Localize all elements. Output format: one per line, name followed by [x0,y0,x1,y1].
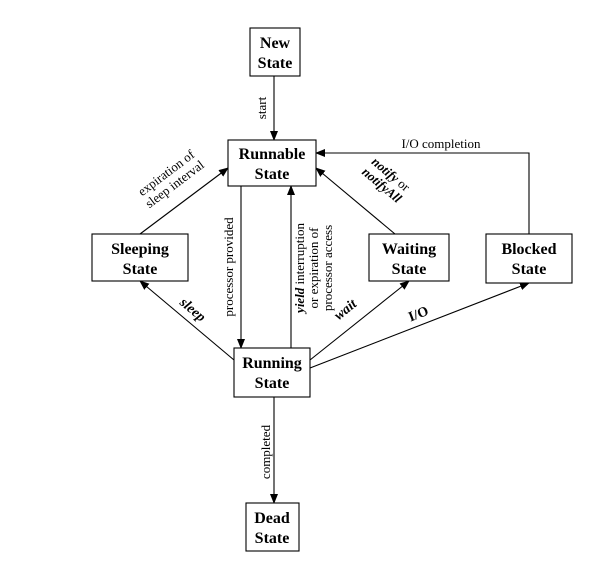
edge-io [309,282,530,369]
state-running-line2: State [255,375,290,392]
label-io: I/O [407,304,431,325]
edge-io-completion [315,149,530,236]
state-new: New State [249,27,301,77]
label-io-completion: I/O completion [401,136,481,151]
state-blocked-line2: State [512,261,547,278]
state-dead: Dead State [245,502,300,552]
label-yield-line3: processor access [320,225,335,311]
state-blocked-line1: Blocked [501,241,556,258]
state-dead-line2: State [255,530,290,547]
label-expiration: expiration of sleep interval [135,146,207,211]
label-yield-line2: or expiration of [306,227,321,309]
state-waiting-line2: State [392,261,427,278]
state-blocked: Blocked State [485,233,573,284]
label-processor-provided: processor provided [221,217,236,317]
state-waiting: Waiting State [368,233,450,282]
edge-expiration [139,167,229,235]
label-yield-line1: yield interruption [292,223,307,315]
label-wait: wait [332,296,361,324]
state-sleeping: Sleeping State [91,233,189,282]
state-dead-line1: Dead [254,510,290,527]
state-waiting-line1: Waiting [382,241,436,258]
state-runnable-line2: State [255,166,290,183]
state-sleeping-line2: State [123,261,158,278]
state-running: Running State [233,347,311,398]
label-notify: notify or notifyAll [359,154,413,206]
label-completed: completed [258,424,273,479]
label-start: start [254,96,269,119]
edge-sleep [139,280,235,361]
state-new-line2: State [258,55,293,72]
label-yield: yield interruption or expiration of proc… [292,223,335,315]
state-runnable-line1: Runnable [239,146,306,163]
label-sleep: sleep [176,295,208,326]
edge-notify [315,167,396,235]
label-yield-word: yield [292,287,307,315]
state-sleeping-line1: Sleeping [111,241,169,258]
state-new-line1: New [260,35,291,52]
state-running-line1: Running [242,355,302,372]
edge-wait [309,280,410,361]
state-runnable: Runnable State [227,139,317,187]
label-yield-rest: interruption [292,223,307,288]
